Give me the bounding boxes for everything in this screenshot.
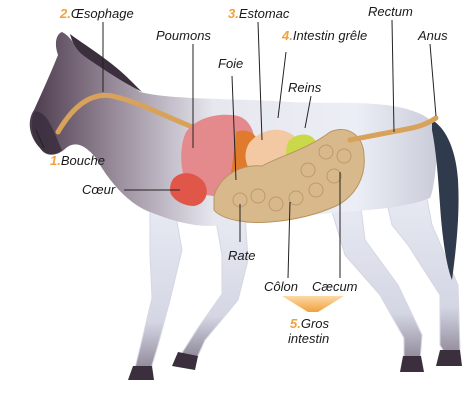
label-heart: Cœur bbox=[82, 182, 116, 197]
label-stomach: 3.Estomac bbox=[228, 6, 290, 21]
label-colon: Côlon bbox=[264, 279, 298, 294]
label-spleen: Rate bbox=[228, 248, 255, 263]
label-large-intestine-line2: intestin bbox=[288, 331, 329, 346]
label-rectum: Rectum bbox=[368, 4, 413, 19]
label-large-intestine: 5.Gros bbox=[290, 316, 330, 331]
label-kidneys: Reins bbox=[288, 80, 322, 95]
label-liver: Foie bbox=[218, 56, 243, 71]
label-mouth: 1.Bouche bbox=[50, 153, 105, 168]
label-cecum: Cæcum bbox=[312, 279, 358, 294]
label-esophagus: 2.Œsophage bbox=[59, 6, 134, 21]
label-small-intestine: 4.Intestin grêle bbox=[281, 28, 367, 43]
large-intestine-arrow bbox=[282, 296, 344, 312]
label-lungs: Poumons bbox=[156, 28, 211, 43]
label-anus: Anus bbox=[417, 28, 448, 43]
